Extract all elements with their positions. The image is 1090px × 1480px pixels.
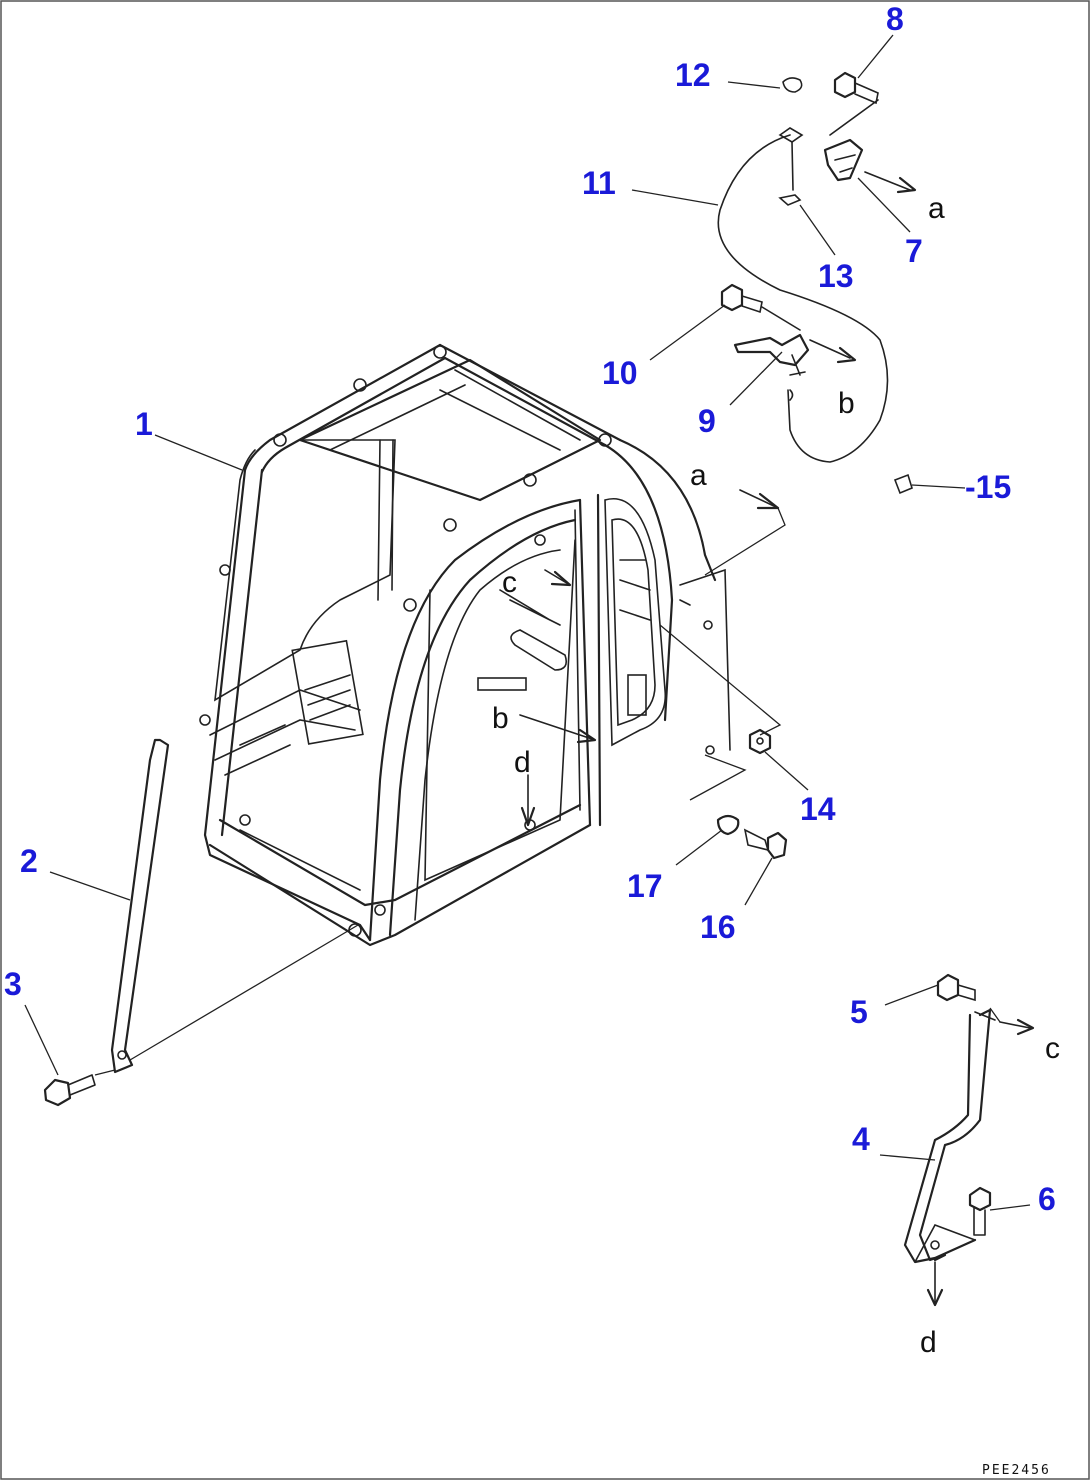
part-4-bracket (903, 1008, 996, 1264)
part-6-bolt (968, 1186, 992, 1236)
callout-7: 7 (905, 233, 923, 269)
callout-6: 6 (1038, 1181, 1056, 1217)
callout-13: 13 (818, 258, 854, 294)
leader-lines (24, 34, 1031, 1211)
part-17-washer (716, 814, 740, 836)
ref-c-mid: c (502, 566, 517, 599)
cab-frame (199, 343, 717, 947)
callout-9: 9 (698, 403, 716, 439)
part-3-bolt (43, 1074, 96, 1107)
callout-17: 17 (627, 868, 663, 904)
callout-14: 14 (800, 791, 836, 827)
ref-a-top: a (928, 192, 945, 225)
ref-a-mid: a (690, 459, 707, 492)
part-2-stay (110, 738, 170, 1074)
part-5-bolt (936, 973, 976, 1002)
callout-16: 16 (700, 909, 736, 945)
callout-5: 5 (850, 994, 868, 1030)
callout-8: 8 (886, 1, 904, 37)
callout-4: 4 (852, 1121, 870, 1157)
upper-lock-assembly (717, 71, 913, 495)
callout-1: 1 (135, 406, 153, 442)
ref-d-bottom: d (920, 1326, 937, 1359)
arrows (519, 171, 1035, 1307)
callout-15: -15 (965, 469, 1011, 505)
ref-d-mid: d (514, 746, 531, 779)
callout-2: 2 (20, 843, 38, 879)
callout-11: 11 (582, 165, 616, 201)
drawing-code: PEE2456 (982, 1463, 1051, 1478)
callout-12: 12 (675, 57, 711, 93)
ref-b-top: b (838, 387, 855, 420)
ref-c-right: c (1045, 1032, 1060, 1065)
part-16-bolt (743, 828, 788, 860)
ref-b-mid: b (492, 702, 509, 735)
part-14-nut (748, 728, 772, 755)
side-cover-panel (679, 568, 731, 755)
callout-10: 10 (602, 355, 638, 391)
callout-3: 3 (4, 966, 22, 1002)
